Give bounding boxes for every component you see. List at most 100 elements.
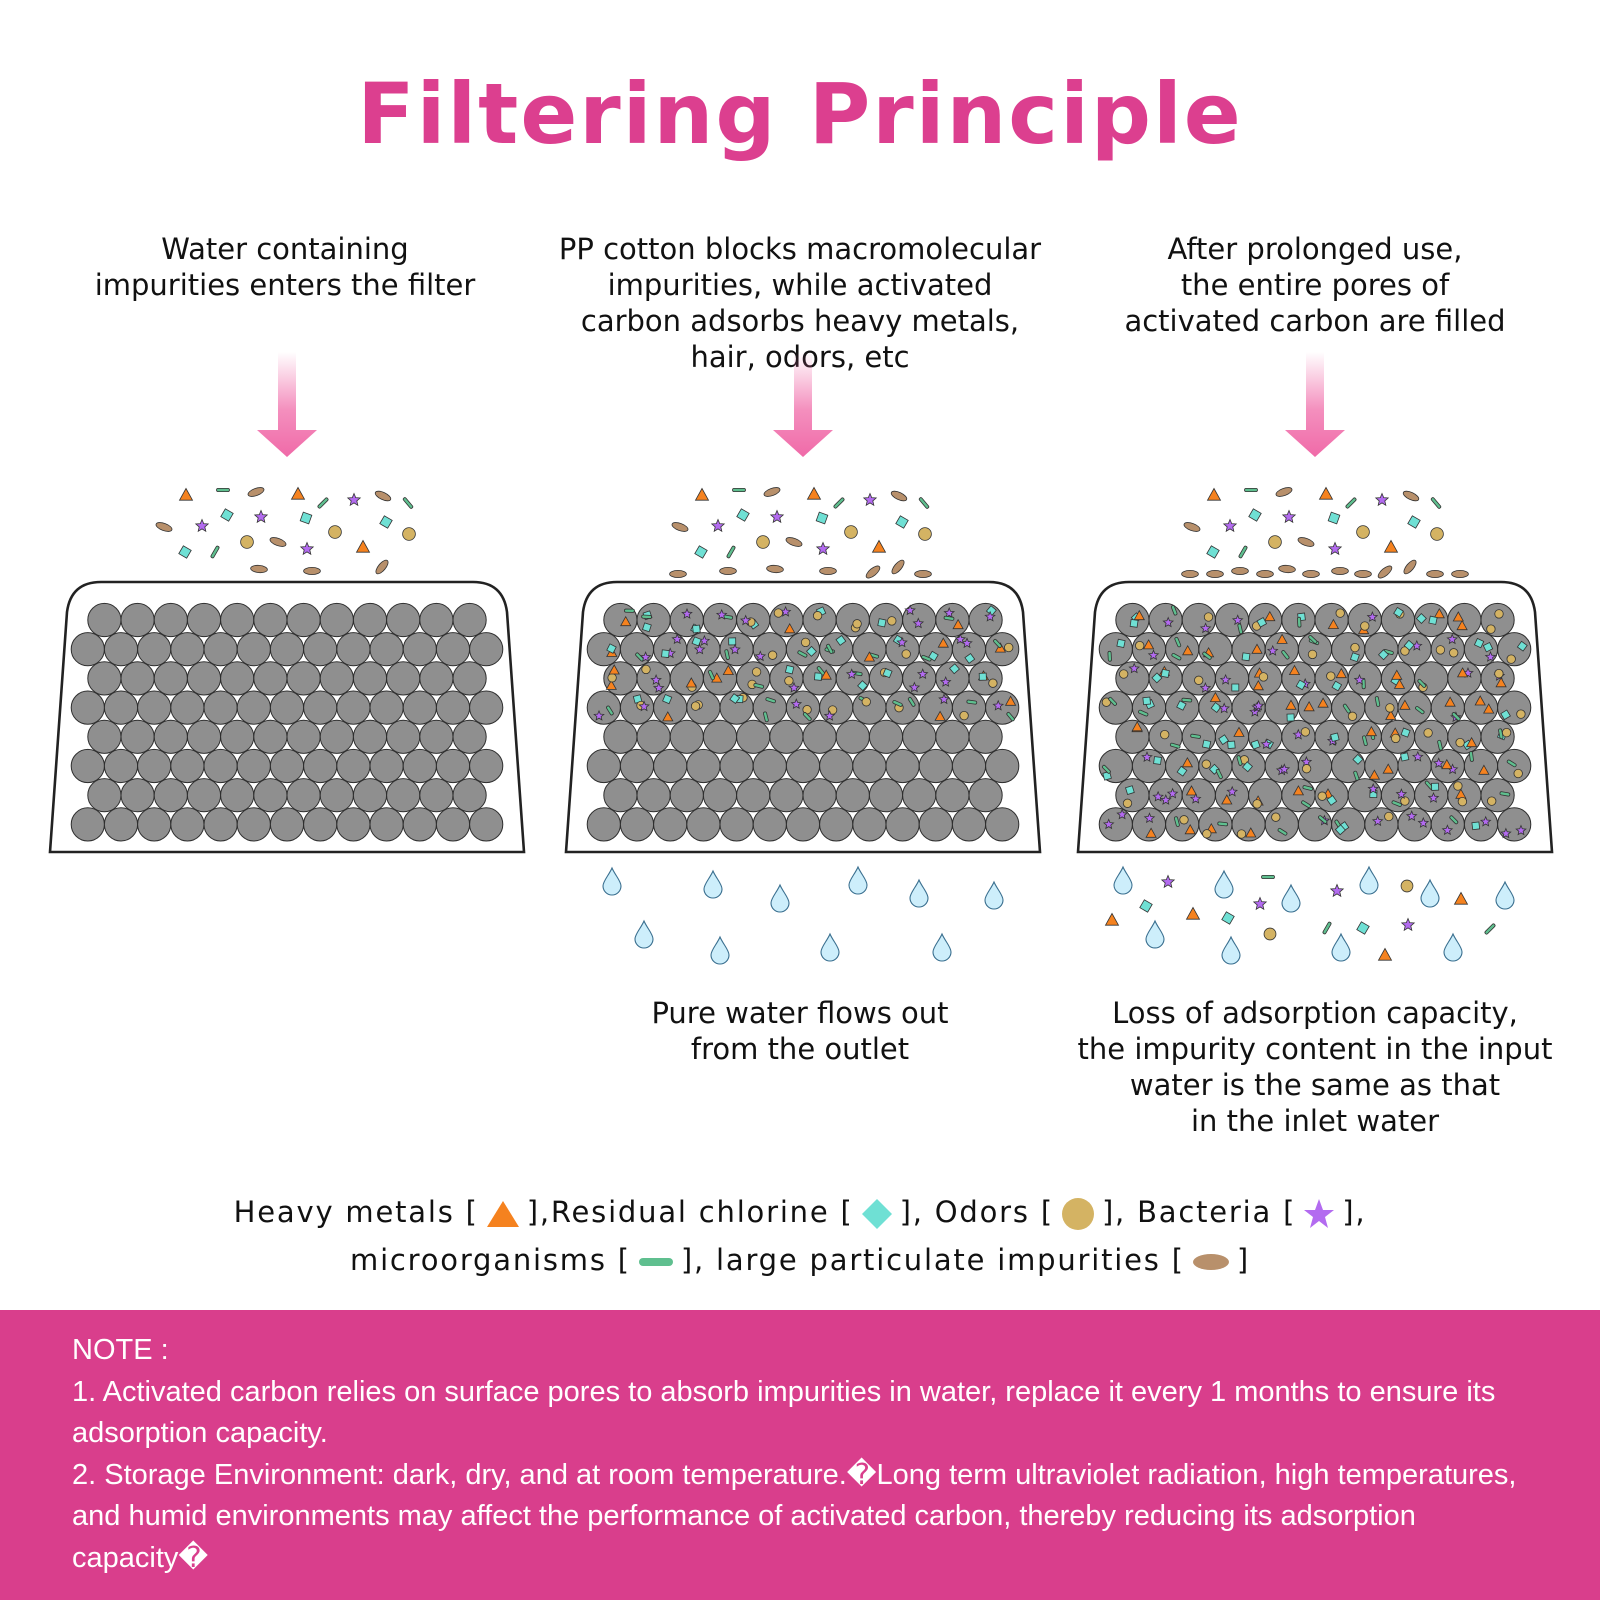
carbon-granule [336,690,371,725]
carbon-granule [1497,807,1532,842]
large-particle [1302,570,1320,579]
carbon-granule [286,719,321,754]
carbon-granule [1214,778,1250,813]
odor-particle [1201,759,1211,769]
carbon-granule [220,778,255,813]
heavy-metal-particle [934,710,946,721]
carbon-granule [702,778,738,813]
microorganism-particle [1174,636,1182,648]
microorganism-particle [1498,728,1504,740]
heavy-metal-particle [1303,700,1315,712]
bacteria-particle [1400,917,1416,932]
large-particle [1256,570,1274,579]
bacteria-particle [1252,699,1265,711]
carbon-granule [1165,807,1200,842]
note-line-2: 2. Storage Environment: dark, dry, and a… [72,1458,1517,1574]
residual-chlorine-particle [1221,911,1235,925]
filter-panel-3 [1076,486,1554,854]
odor-particle [1449,648,1459,658]
bacteria-particle [1353,673,1366,685]
residual-chlorine-particle [1286,713,1295,722]
residual-chlorine-particle [1241,652,1251,662]
heavy-metal-particle [1456,619,1468,631]
residual-chlorine-particle [1393,606,1404,618]
carbon-granule [769,778,804,813]
bacteria-particle [1371,815,1384,827]
odor-particle [1317,791,1327,801]
heavy-metal-particle [937,637,949,648]
heavy-metal-particle [685,677,697,688]
heavy-metal-particle [290,486,306,500]
microorganism-particle [708,669,715,681]
carbon-granule [186,602,222,638]
carbon-granule [819,748,854,784]
microorganism-particle [1202,651,1212,660]
filter-panel-2 [564,486,1042,854]
bacteria-particle [845,668,858,680]
carbon-granule [736,719,771,754]
carbon-granule [203,807,238,842]
large-particle [1426,570,1444,579]
large-particle [250,564,268,574]
carbon-granule [985,748,1020,784]
microorganism-particle [1107,650,1112,662]
large-particle [1402,490,1420,502]
stage-2-caption: PP cotton blocks macromolecular impuriti… [558,232,1042,374]
microorganism-particle [993,639,1002,648]
water-drop-icon [770,883,790,913]
residual-chlorine-particle [805,645,818,657]
large-particle [719,567,737,576]
carbon-granule [352,602,388,638]
heavy-metal-particle [662,711,674,722]
large-particle [819,567,837,576]
carbon-granule [452,719,487,754]
bacteria-particle [1218,702,1231,714]
carbon-granule [835,661,870,696]
bacteria-particle [1278,763,1291,775]
heavy-metal-icon [486,1201,519,1227]
carbon-granule [153,778,188,813]
odor-particle [1335,608,1345,618]
microorganism-particle [966,699,978,705]
carbon-granule [120,719,155,754]
odor-particle [1258,672,1269,682]
water-drop-icon [984,880,1004,910]
carbon-granule [137,748,172,784]
note-panel: NOTE : 1. Activated carbon relies on sur… [0,1310,1600,1600]
bacteria-particle [1143,812,1156,824]
microorganism-particle [1171,653,1182,661]
heavy-metal-particle [1478,764,1490,775]
large-particle [1183,522,1201,532]
filter-panel-1 [48,486,526,854]
carbon-granule [469,632,504,667]
odor-particle [1385,703,1395,713]
microorganism-particle [1170,605,1178,616]
heavy-metal-particle [1251,643,1263,654]
carbon-granule [236,632,271,667]
heavy-metal-particle [1185,785,1198,796]
carbon-granule [835,602,870,638]
residual-chlorine-particle [1400,752,1410,762]
residual-chlorine-particle [641,622,652,633]
odor-particle [1506,654,1516,664]
odor-particle [1202,829,1212,839]
carbon-granule [951,807,987,842]
residual-chlorine-particle [964,652,976,664]
carbon-granule [286,661,321,696]
carbon-granule [852,748,887,784]
heavy-metal-particle [1142,639,1155,650]
carbon-granule [137,807,172,842]
water-drop-icon [710,935,730,965]
heavy-metal-particle [1004,695,1017,706]
bacteria-particle [1252,896,1268,911]
residual-chlorine-particle [1151,672,1163,684]
carbon-granule [1148,602,1183,638]
odor-particle [1455,737,1465,748]
carbon-granule [203,748,238,784]
bacteria-particle [681,607,693,619]
microorganism-particle [1449,815,1459,825]
odor-particle [773,608,784,618]
odor-particle [1453,781,1463,791]
carbon-granule [1331,748,1366,784]
carbon-granule [303,632,338,667]
